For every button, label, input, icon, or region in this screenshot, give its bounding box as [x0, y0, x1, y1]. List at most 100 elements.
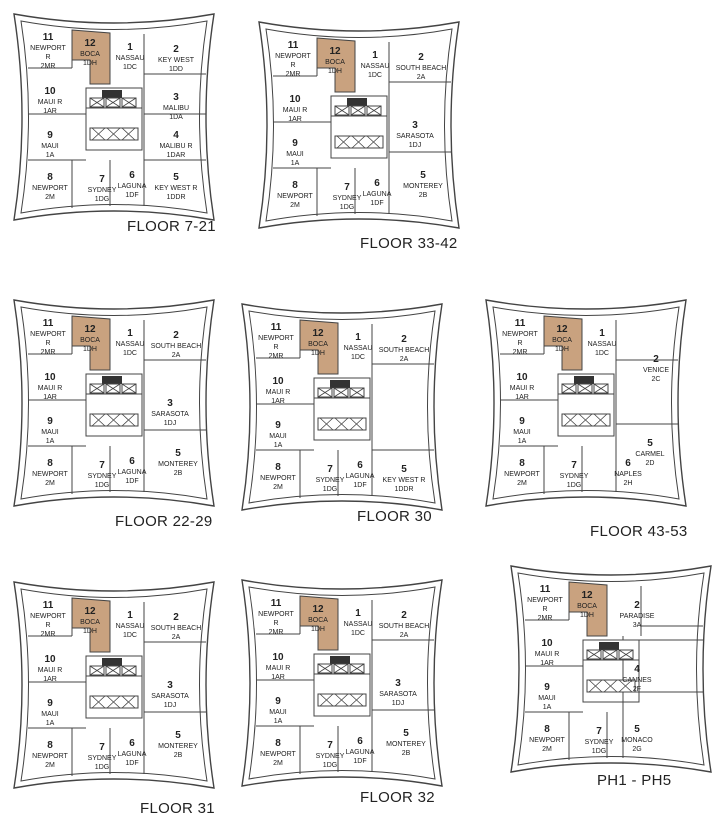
unit-name: R	[517, 340, 522, 347]
building-core	[557, 373, 615, 437]
unit-name: 1DH	[555, 346, 569, 353]
unit-name: MAUI R	[283, 107, 308, 114]
unit-name: 1A	[518, 438, 527, 445]
unit-name: R	[273, 344, 278, 351]
unit-name: SYDNEY	[585, 739, 614, 746]
unit-name: 2C	[652, 376, 661, 383]
unit-name: 2B	[419, 192, 428, 199]
unit-name: 1AR	[43, 394, 57, 401]
unit-number: 5	[401, 464, 407, 475]
unit-name: SOUTH BEACH	[151, 343, 202, 350]
unit-number: 4	[173, 130, 179, 141]
floor-label: FLOOR 31	[140, 800, 215, 817]
unit-name: NEWPORT	[30, 331, 66, 338]
unit-name: MAUI	[286, 151, 304, 158]
unit-name: BOCA	[80, 337, 100, 344]
unit-name: CANNES	[622, 677, 652, 684]
unit-number: 2	[173, 330, 179, 341]
unit-name: NASSAU	[116, 341, 145, 348]
unit-name: 1DG	[323, 486, 337, 493]
unit-number: 9	[47, 416, 53, 427]
unit-number: 8	[292, 180, 298, 191]
unit-name: 1A	[46, 152, 55, 159]
unit-number: 8	[47, 740, 53, 751]
unit-number: 10	[44, 86, 56, 97]
unit-number: 5	[175, 730, 181, 741]
unit-number: 3	[412, 120, 418, 131]
unit-name: NEWPORT	[260, 475, 296, 482]
unit-number: 2	[173, 44, 179, 55]
unit-name: 1DF	[353, 758, 366, 765]
unit-name: 2B	[402, 750, 411, 757]
unit-number: 9	[47, 698, 53, 709]
unit-number: 2	[401, 334, 407, 345]
unit-name: LAGUNA	[346, 473, 375, 480]
unit-number: 11	[515, 318, 526, 329]
unit-name: BOCA	[325, 59, 345, 66]
unit-number: 12	[329, 46, 341, 57]
unit-name: BOCA	[308, 341, 328, 348]
unit-number: 11	[43, 318, 54, 329]
unit-number: 6	[374, 178, 380, 189]
unit-number: 12	[312, 604, 324, 615]
unit-name: 1DF	[353, 482, 366, 489]
unit-name: SYDNEY	[560, 473, 589, 480]
unit-name: MAUI	[269, 709, 287, 716]
unit-name: 2MR	[269, 629, 284, 636]
unit-name: 1DDR	[394, 486, 413, 493]
unit-name: SYDNEY	[316, 477, 345, 484]
unit-name: LAGUNA	[118, 469, 147, 476]
unit-name: 2M	[273, 760, 283, 767]
unit-name: 1DJ	[164, 702, 176, 709]
building-core	[85, 87, 143, 151]
unit-number: 3	[173, 92, 179, 103]
unit-name: SYDNEY	[316, 753, 345, 760]
unit-number: 5	[175, 448, 181, 459]
unit-number: 8	[275, 738, 281, 749]
building-core	[313, 377, 371, 441]
unit-name: 1DG	[95, 764, 109, 771]
building-inner-outline	[20, 20, 208, 214]
unit-name: SYDNEY	[88, 187, 117, 194]
unit-name: MAUI	[269, 433, 287, 440]
floor-label: FLOOR 32	[360, 789, 435, 806]
unit-number: 11	[43, 600, 54, 611]
unit-number: 8	[519, 458, 525, 469]
unit-number: 7	[327, 464, 333, 475]
building-outline	[241, 303, 443, 511]
unit-number: 5	[647, 438, 653, 449]
